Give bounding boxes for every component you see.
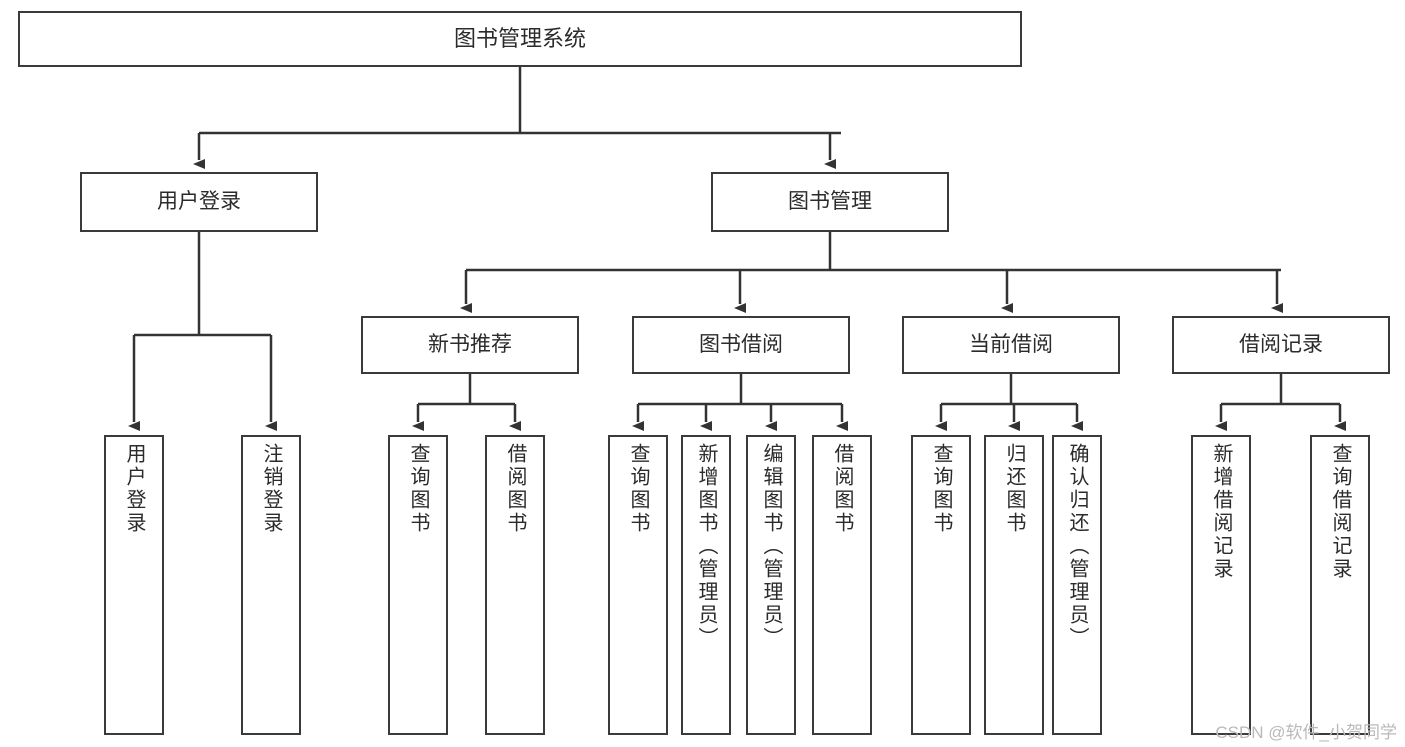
node-leaf-add-book-admin[interactable]: 新增图书（管理员） [681, 435, 731, 735]
node-user-login[interactable]: 用户登录 [80, 172, 318, 232]
node-leaf-add-book-admin-label: 新增图书（管理员） [695, 443, 717, 650]
node-leaf-query-book-2[interactable]: 查询图书 [608, 435, 668, 735]
node-leaf-add-borrow-record-label: 新增借阅记录 [1210, 443, 1232, 581]
node-leaf-borrow-book-1[interactable]: 借阅图书 [485, 435, 545, 735]
node-book-manage-label: 图书管理 [788, 189, 872, 213]
node-leaf-query-borrow-record-label: 查询借阅记录 [1329, 443, 1351, 581]
node-book-manage[interactable]: 图书管理 [711, 172, 949, 232]
node-leaf-return-book-label: 归还图书 [1003, 443, 1025, 535]
node-leaf-confirm-return-admin[interactable]: 确认归还（管理员） [1052, 435, 1102, 735]
node-leaf-borrow-book-2-label: 借阅图书 [831, 443, 853, 535]
node-new-book-recommend[interactable]: 新书推荐 [361, 316, 579, 374]
node-leaf-add-borrow-record[interactable]: 新增借阅记录 [1191, 435, 1251, 735]
node-root-label: 图书管理系统 [453, 26, 586, 52]
csdn-watermark: CSDN @软件_小贺同学 [1215, 723, 1397, 742]
node-leaf-query-book-3-label: 查询图书 [930, 443, 952, 535]
node-leaf-user-login-label: 用户登录 [123, 443, 145, 535]
node-leaf-logout-login-label: 注销登录 [260, 443, 282, 535]
node-leaf-borrow-book-2[interactable]: 借阅图书 [812, 435, 872, 735]
node-leaf-query-book-2-label: 查询图书 [627, 443, 649, 535]
node-leaf-logout-login[interactable]: 注销登录 [241, 435, 301, 735]
node-leaf-return-book[interactable]: 归还图书 [984, 435, 1044, 735]
node-current-borrow[interactable]: 当前借阅 [902, 316, 1120, 374]
node-borrow-record-label: 借阅记录 [1239, 332, 1323, 356]
node-leaf-user-login[interactable]: 用户登录 [104, 435, 164, 735]
node-new-book-recommend-label: 新书推荐 [428, 332, 512, 356]
node-leaf-edit-book-admin[interactable]: 编辑图书（管理员） [746, 435, 796, 735]
node-leaf-query-book-3[interactable]: 查询图书 [911, 435, 971, 735]
node-leaf-confirm-return-admin-label: 确认归还（管理员） [1066, 443, 1088, 650]
node-leaf-query-book-1-label: 查询图书 [407, 443, 429, 535]
node-user-login-label: 用户登录 [157, 189, 241, 213]
node-current-borrow-label: 当前借阅 [969, 332, 1053, 356]
node-leaf-edit-book-admin-label: 编辑图书（管理员） [760, 443, 782, 650]
node-root[interactable]: 图书管理系统 [18, 11, 1022, 67]
node-leaf-query-book-1[interactable]: 查询图书 [388, 435, 448, 735]
node-book-borrow-label: 图书借阅 [699, 332, 783, 356]
node-leaf-borrow-book-1-label: 借阅图书 [504, 443, 526, 535]
node-leaf-query-borrow-record[interactable]: 查询借阅记录 [1310, 435, 1370, 735]
node-borrow-record[interactable]: 借阅记录 [1172, 316, 1390, 374]
node-book-borrow[interactable]: 图书借阅 [632, 316, 850, 374]
